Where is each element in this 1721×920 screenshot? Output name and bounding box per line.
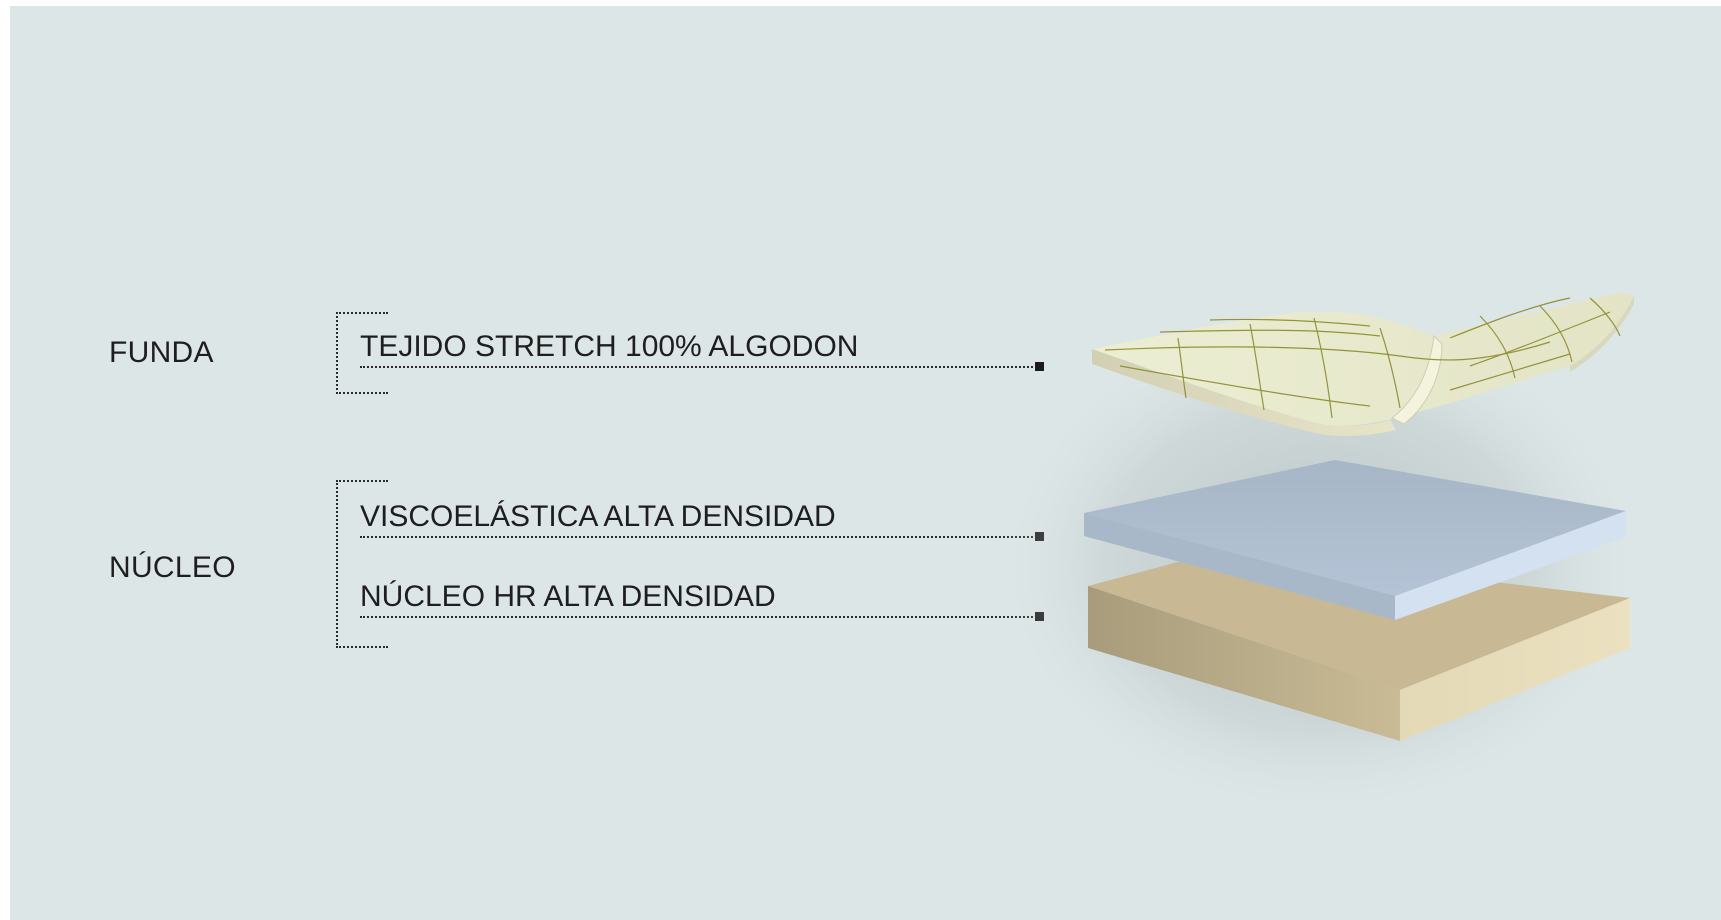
memory-foam-left [1084,513,1395,620]
section-label-funda: FUNDA [109,336,214,369]
layer-label-cover: TEJIDO STRETCH 100% ALGODON [360,330,859,363]
layer-label-memory-foam: VISCOELÁSTICA ALTA DENSIDAD [360,500,836,533]
cover-right-edge [1570,292,1634,372]
leader-line-cover [360,366,1040,368]
layer-label-hr-core: NÚCLEO HR ALTA DENSIDAD [360,580,776,613]
cover-front-edge [1092,349,1396,437]
leader-end-cover [1035,362,1044,371]
hr-core-top [1088,550,1630,690]
memory-foam-slab [1084,460,1626,620]
funda-bracket [336,312,388,394]
cover-fabric [1092,292,1634,437]
cover-fold-curl [1391,334,1443,425]
leader-line-hr-core [360,616,1040,618]
cover-top-surface [1092,292,1634,426]
hr-core-block [1088,550,1630,741]
nucleo-bracket [336,480,388,648]
hr-core-left [1088,586,1400,741]
cover-grid-lines [1104,297,1621,419]
mattress-layers-illustration [990,292,1650,821]
section-label-nucleo: NÚCLEO [109,551,236,584]
leader-line-memory-foam [360,536,1040,538]
hr-core-right [1400,598,1630,741]
memory-foam-top [1084,460,1626,596]
diagram-panel: FUNDA TEJIDO STRETCH 100% ALGODON NÚCLEO… [10,6,1721,920]
memory-foam-right [1395,511,1626,620]
